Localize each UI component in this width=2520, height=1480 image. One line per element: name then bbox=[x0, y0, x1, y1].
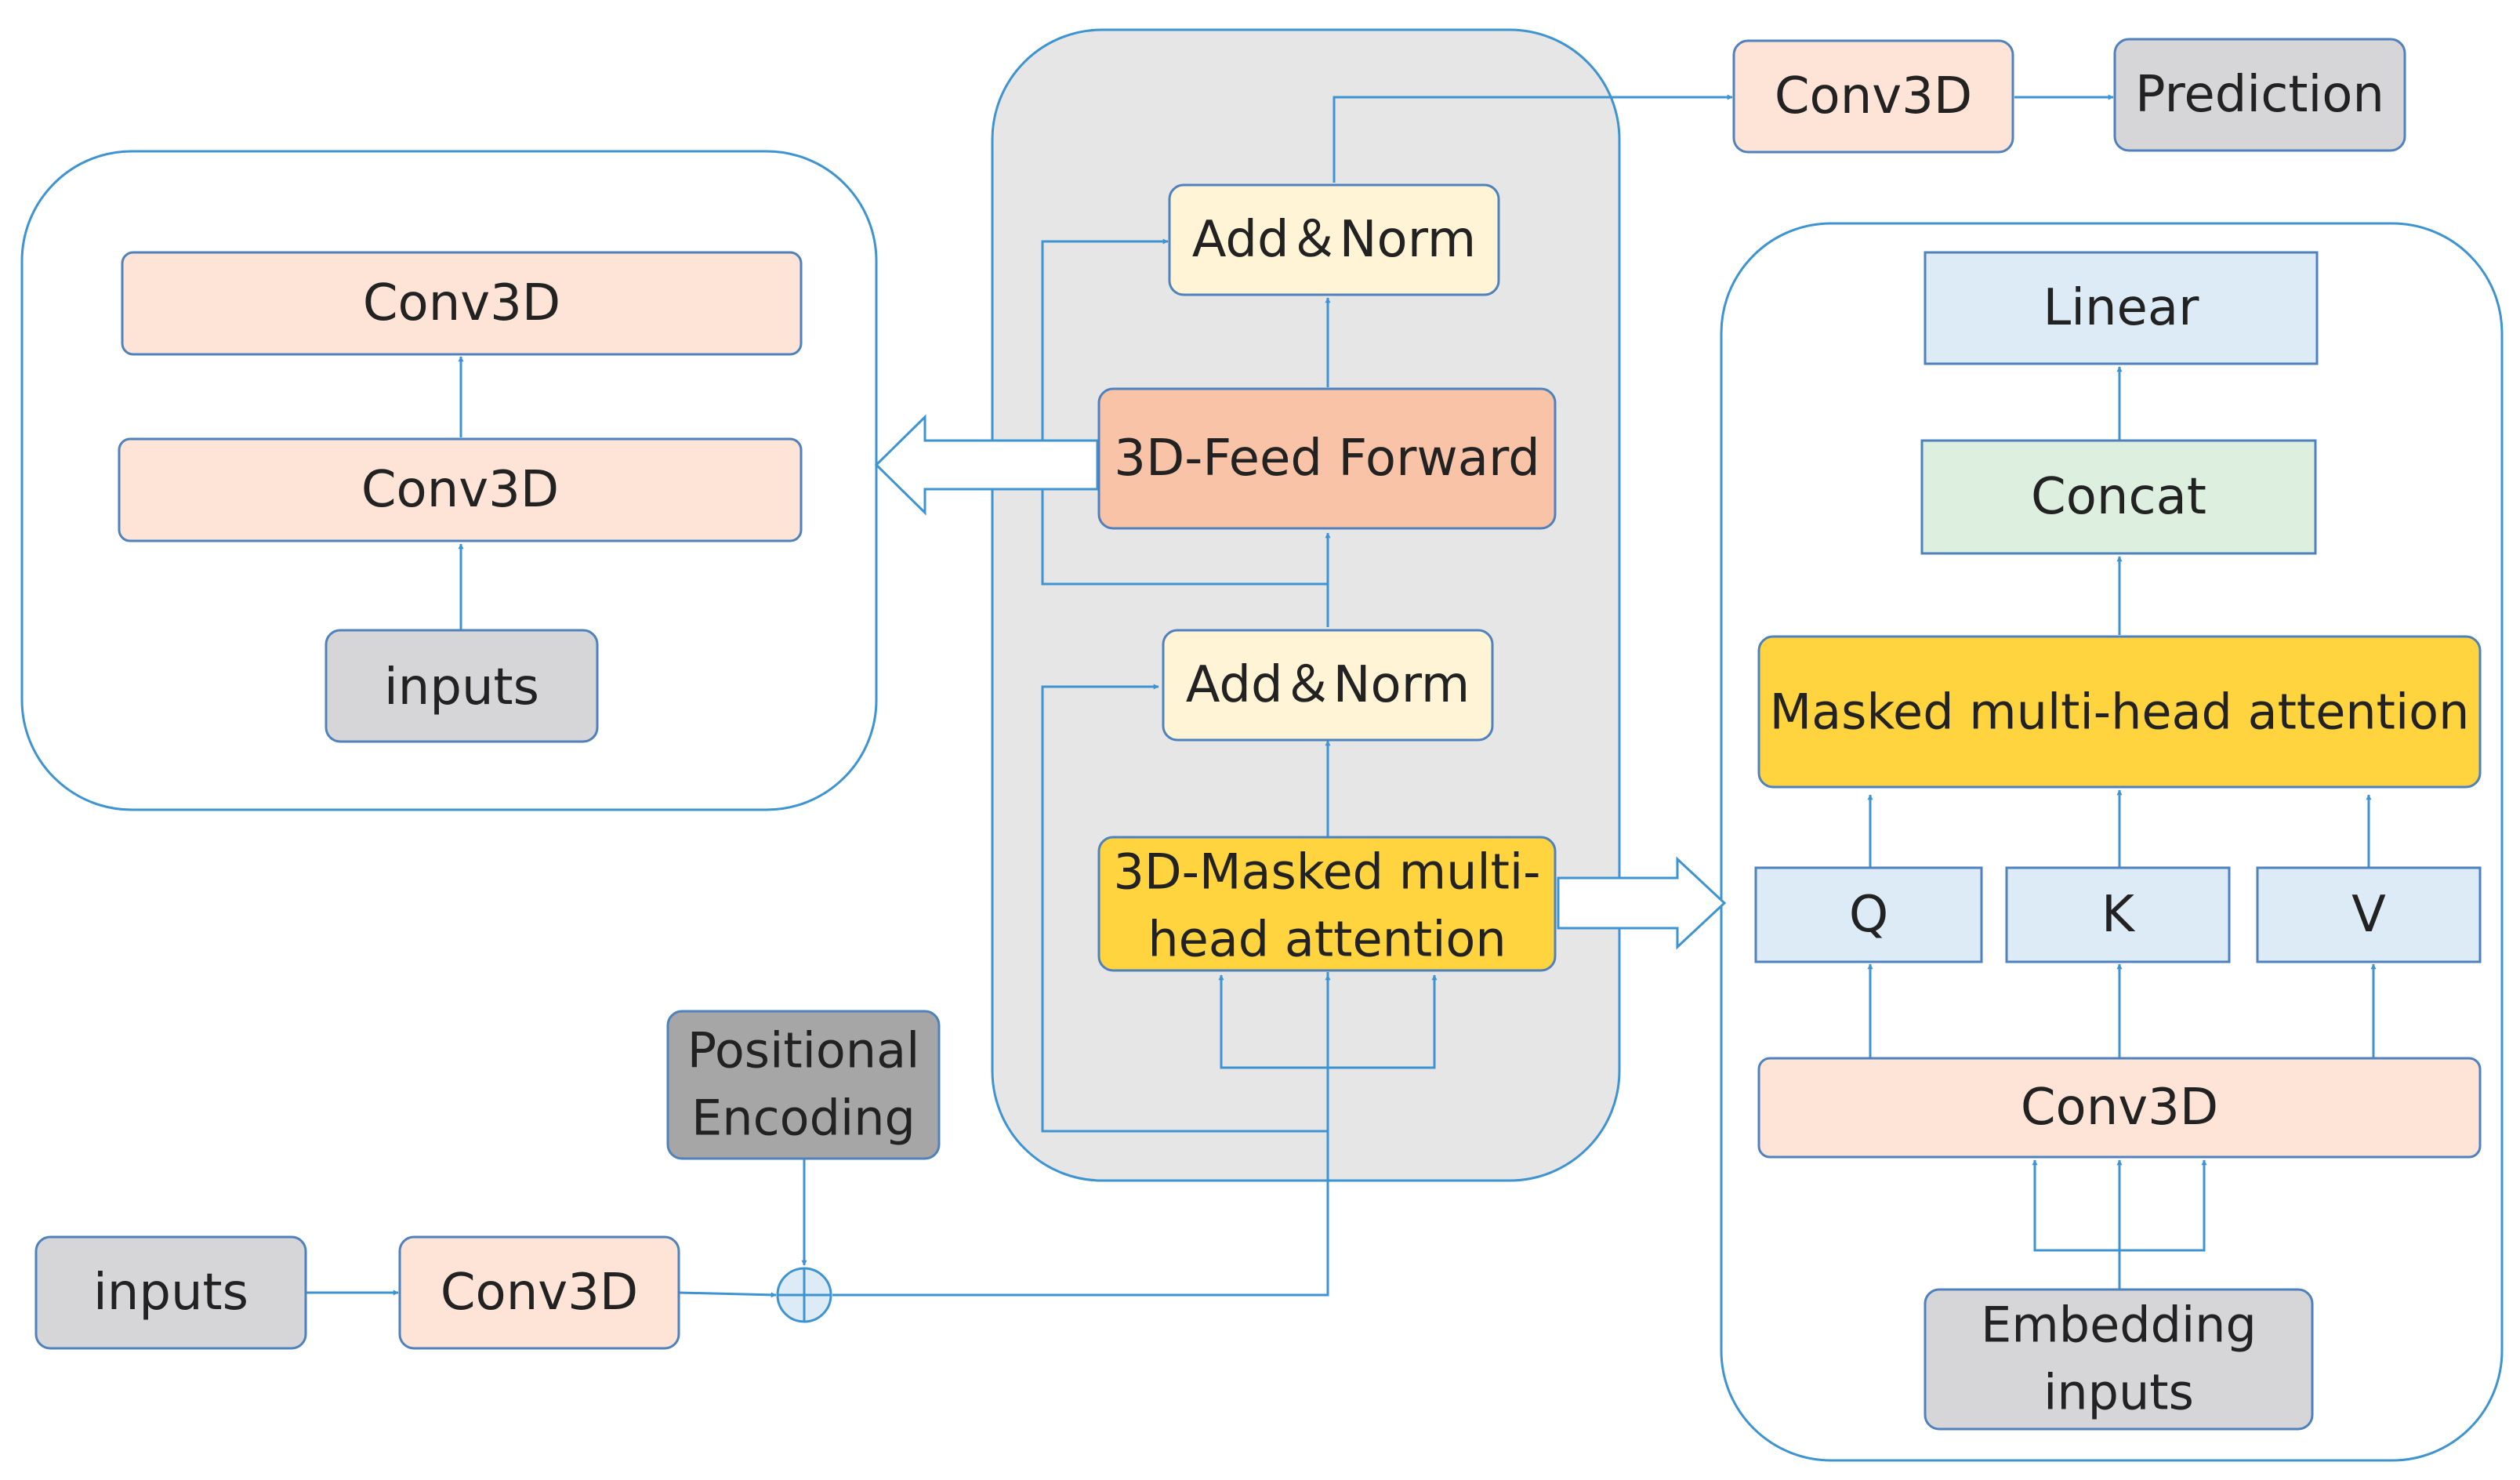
masked-attention-label-line2: head attention bbox=[1148, 911, 1506, 968]
positional-encoding-box bbox=[666, 1010, 941, 1160]
right-conv-box bbox=[1757, 1057, 2482, 1159]
linear-label: Linear bbox=[2043, 279, 2200, 337]
output-conv-box bbox=[1732, 39, 2014, 154]
block-arrow-icon bbox=[874, 414, 1099, 516]
q-box bbox=[1754, 866, 1983, 963]
masked-attention-box bbox=[1097, 836, 1557, 972]
add-norm-top-box bbox=[1168, 183, 1500, 296]
k-label: K bbox=[2101, 886, 2136, 944]
add-norm-bottom-box bbox=[1162, 629, 1494, 742]
v-box bbox=[2256, 866, 2482, 963]
prediction-label: Prediction bbox=[2135, 66, 2384, 124]
arrow-embedding-to-conv-left bbox=[2032, 1159, 2119, 1252]
arrow-embedding-to-conv-right bbox=[2119, 1159, 2207, 1252]
residual-top bbox=[1041, 238, 1328, 586]
add-norm-top-label: Add＆Norm bbox=[1192, 211, 1476, 269]
left-conv-top-box bbox=[121, 251, 803, 356]
positional-encoding-line2: Encoding bbox=[691, 1090, 916, 1147]
linear-box bbox=[1924, 251, 2319, 365]
v-label: V bbox=[2351, 886, 2386, 944]
bottom-inputs-box bbox=[34, 1235, 307, 1350]
feed-forward-label: 3D-Feed Forward bbox=[1114, 430, 1540, 488]
left-conv-top-label: Conv3D bbox=[363, 274, 560, 332]
feed-forward-box bbox=[1097, 387, 1557, 530]
mha-label: Masked multi-head attention bbox=[1770, 684, 2470, 741]
right-conv-label: Conv3D bbox=[2021, 1079, 2218, 1137]
prediction-box bbox=[2113, 38, 2406, 152]
add-norm-bottom-label: Add＆Norm bbox=[1186, 656, 1470, 714]
left-inputs-box bbox=[325, 629, 599, 743]
residual-bottom bbox=[1041, 684, 1328, 1133]
k-box bbox=[2005, 866, 2231, 963]
line-sum-to-encoder bbox=[832, 972, 1329, 1297]
embedding-inputs-box bbox=[1924, 1288, 2314, 1431]
left-inputs-label: inputs bbox=[384, 658, 539, 716]
masked-attention-label-line1: 3D-Masked multi- bbox=[1113, 843, 1540, 901]
q-label: Q bbox=[1849, 886, 1888, 944]
embedding-inputs-line1: Embedding bbox=[1981, 1297, 2257, 1354]
embedding-inputs-line2: inputs bbox=[2043, 1364, 2194, 1421]
concat-box bbox=[1920, 439, 2317, 555]
bottom-conv-box bbox=[398, 1235, 680, 1350]
right-panel bbox=[1720, 222, 2504, 1462]
block-arrow-icon bbox=[1557, 856, 1727, 950]
mha-box bbox=[1757, 635, 2482, 789]
sum-node bbox=[776, 1267, 832, 1323]
arrow-to-attn-right bbox=[1328, 974, 1438, 1069]
arrow-to-attn-left bbox=[1218, 974, 1328, 1069]
left-conv-bottom-box bbox=[118, 437, 803, 542]
positional-encoding-line1: Positional bbox=[687, 1022, 920, 1079]
left-conv-bottom-label: Conv3D bbox=[361, 461, 559, 519]
bottom-inputs-label: inputs bbox=[93, 1264, 248, 1322]
arrow-addnorm-to-output-conv bbox=[1333, 94, 1733, 183]
connectors bbox=[306, 94, 2377, 1298]
output-conv-label: Conv3D bbox=[1775, 67, 1972, 125]
bottom-conv-label: Conv3D bbox=[441, 1264, 638, 1322]
concat-label: Concat bbox=[2031, 468, 2206, 526]
arrow-conv3d-to-sum bbox=[678, 1291, 777, 1298]
